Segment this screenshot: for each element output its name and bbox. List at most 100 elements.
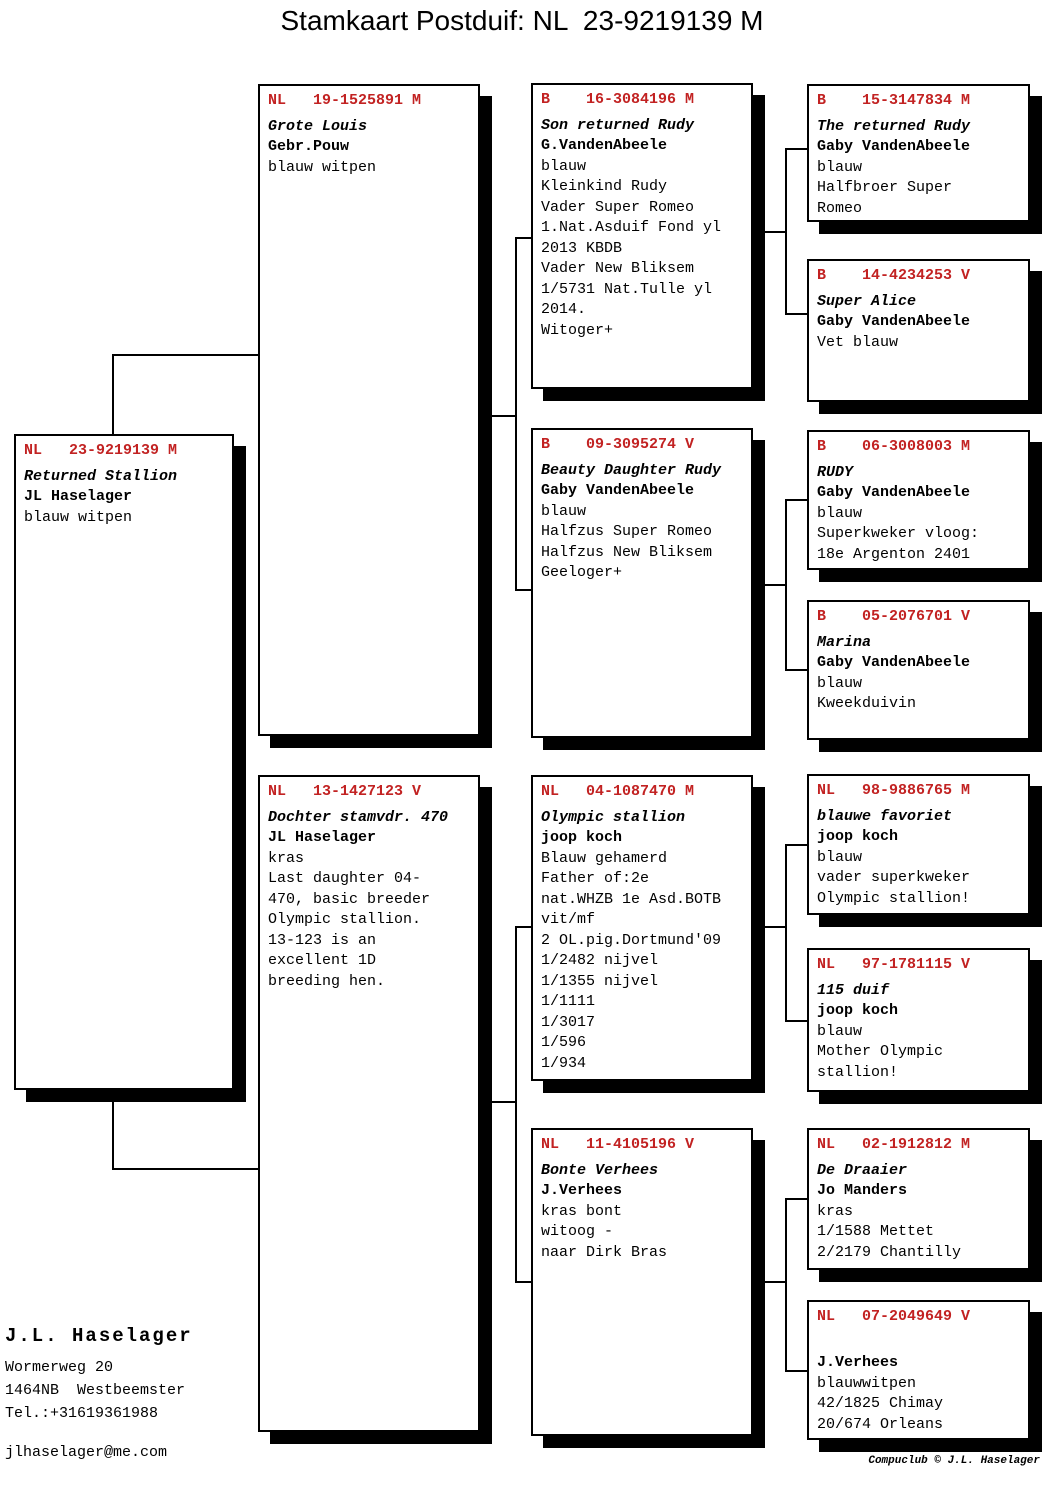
pigeon-name: Olympic stallion (541, 808, 686, 826)
connector-line (515, 926, 517, 1283)
breeder-name: Gebr.Pouw (268, 138, 350, 155)
breeder-name: J.Verhees (817, 1354, 899, 1371)
info-line: Witoger+ (541, 321, 614, 339)
info-line: nat.WHZB 1e Asd.BOTB (541, 890, 722, 908)
info-line: blauw (541, 502, 587, 520)
breeder-name: joop koch (817, 1002, 899, 1019)
pigeon-name: Super Alice (817, 292, 917, 310)
info-line: blauw (817, 1022, 863, 1040)
ring-number: B 16-3084196 M (541, 91, 695, 108)
info-line: Halfzus Super Romeo (541, 523, 713, 540)
info-line: Kweekduivin (817, 695, 917, 712)
info-line: Mother Olympic (817, 1043, 944, 1060)
info-line: 1/1111 (541, 993, 596, 1010)
info-line: 1/1588 Mettet (817, 1223, 935, 1240)
ring-number: B 14-4234253 V (817, 267, 971, 284)
connector-line (785, 1370, 807, 1372)
info-line: 2 OL.pig.Dortmund'09 (541, 931, 722, 949)
breeder-contact-name: J.L. Haselager (5, 1325, 193, 1347)
info-line: Father of:2e (541, 870, 650, 887)
connector-line (785, 148, 787, 315)
breeder-contact-phone: Tel.:+31619361988 (5, 1405, 159, 1422)
ring-number: NL 11-4105196 V (541, 1136, 695, 1153)
info-line: Romeo (817, 199, 863, 217)
ring-number: NL 13-1427123 V (268, 783, 422, 800)
info-line: 2/2179 Chantilly (817, 1243, 962, 1261)
info-line: Blauw gehamerd (541, 849, 668, 867)
ring-number: B 09-3095274 V (541, 436, 695, 453)
ring-number: NL 04-1087470 M (541, 783, 695, 800)
info-line: Vader Super Romeo (541, 198, 695, 216)
connector-line (515, 589, 531, 591)
info-line: 42/1825 Chimay (817, 1395, 944, 1412)
info-line: blauw (817, 504, 863, 522)
pigeon-name: Marina (817, 633, 872, 651)
connector-line (785, 499, 807, 501)
breeder-name: Gaby VandenAbeele (541, 482, 695, 499)
connector-line (785, 1198, 787, 1372)
info-line: 13-123 is an (268, 931, 377, 949)
info-line: Last daughter 04- (268, 870, 422, 887)
ring-number: B 15-3147834 M (817, 92, 971, 109)
info-line: kras bont (541, 1202, 623, 1220)
connector-line (785, 1198, 807, 1200)
connector-line (515, 926, 531, 928)
connector-line (785, 669, 807, 671)
connector-line (753, 926, 787, 928)
info-line: kras (268, 849, 305, 867)
info-line: Superkweker vloog: (817, 525, 980, 542)
page-title: Stamkaart Postduif: NL 23-9219139 M (280, 5, 764, 36)
pigeon-name: Bonte Verhees (541, 1161, 659, 1179)
info-line: Halfbroer Super (817, 179, 953, 196)
pigeon-name (817, 1333, 1020, 1354)
info-line: vit/mf (541, 911, 596, 928)
pigeon-name: The returned Rudy (817, 117, 971, 135)
connector-line (480, 1101, 517, 1103)
breeder-name: Gaby VandenAbeele (817, 313, 971, 330)
info-line: 1/596 (541, 1034, 587, 1051)
pigeon-name: blauwe favoriet (817, 807, 953, 825)
pigeon-name: Grote Louis (268, 117, 368, 135)
breeder-name: J.Verhees (541, 1182, 623, 1199)
info-line: blauw witpen (268, 158, 377, 176)
info-line: Olympic stallion. (268, 911, 422, 928)
connector-line (785, 844, 787, 1022)
connector-line (753, 231, 787, 233)
pedigree-box-greatgrandparent-8: NL 07-2049649 V J.Verhees blauwwitpen 42/1… (807, 1300, 1030, 1440)
ring-number: NL 07-2049649 V (817, 1308, 971, 1325)
breeder-name: G.VandenAbeele (541, 137, 668, 154)
ring-number: NL 19-1525891 M (268, 92, 422, 109)
pigeon-name: De Draaier (817, 1161, 908, 1179)
connector-line (112, 354, 114, 434)
footer-credit: Compuclub © J.L. Haselager (868, 1455, 1040, 1467)
connector-line (480, 415, 517, 417)
pigeon-name: RUDY (817, 463, 854, 481)
breeder-contact-email: jlhaselager@me.com (5, 1444, 168, 1461)
connector-line (515, 237, 531, 239)
info-line: 2013 KBDB (541, 239, 623, 257)
info-line: blauwwitpen (817, 1374, 917, 1392)
info-line: blauw witpen (24, 508, 133, 526)
info-line: 1/934 (541, 1054, 587, 1072)
breeder-name: JL Haselager (268, 829, 377, 846)
breeder-name: JL Haselager (24, 488, 133, 505)
breeder-contact-city: 1464NB Westbeemster (5, 1382, 186, 1399)
connector-line (785, 148, 807, 150)
connector-line (785, 1020, 807, 1022)
info-line: 1/1355 nijvel (541, 972, 659, 990)
breeder-name: Gaby VandenAbeele (817, 654, 971, 671)
info-line: Kleinkind Rudy (541, 178, 668, 195)
info-line: naar Dirk Bras (541, 1243, 668, 1261)
breeder-contact-block: J.L. Haselager Wormerweg 20 1464NB Westb… (5, 1324, 193, 1464)
